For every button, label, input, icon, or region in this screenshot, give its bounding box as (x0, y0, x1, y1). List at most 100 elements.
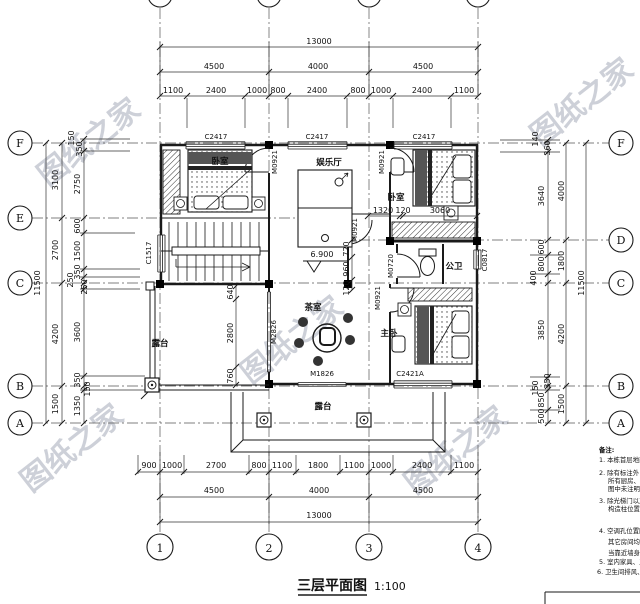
grid-label-left: F (16, 137, 24, 150)
room-label-tea: 茶室 (303, 302, 322, 313)
bed-symbol (391, 287, 473, 365)
dim-label: 250 (66, 272, 75, 287)
dim-label: 1100 (454, 86, 474, 95)
dim-label: 1000 (371, 461, 391, 470)
dim-label: 1000 (371, 86, 391, 95)
dim-label: 2400 (206, 86, 226, 95)
dim-label: 960 (342, 261, 351, 276)
dim-label: 3060 (430, 206, 450, 215)
dim-label: 2400 (412, 86, 432, 95)
dim-label: 13000 (306, 37, 331, 46)
windows (157, 141, 482, 389)
grid-bubble-top (148, 0, 172, 8)
room-label-terrace-left: 露台 (151, 338, 169, 349)
dim-label: 3850 (537, 320, 546, 340)
dim-label: 4500 (204, 486, 224, 495)
dim-label: 4500 (204, 62, 224, 71)
dim-label: 350 (543, 373, 552, 388)
dim-label: 640 (226, 284, 235, 299)
dimensions-bottom: 900 1000 2700 800 1100 1800 1100 1000 24… (134, 452, 482, 526)
watermark-text: 图纸之家 (31, 92, 147, 193)
dim-label: 800 (251, 461, 266, 470)
grid-label-right: C (617, 277, 625, 290)
dim-label: 150 (83, 381, 92, 396)
grid-label-bottom: 2 (266, 542, 273, 555)
stair (161, 222, 269, 281)
window-label: C2421A (396, 370, 424, 378)
dim-label: 1100 (344, 461, 364, 470)
dim-label: 1100 (454, 461, 474, 470)
title-block-frame (544, 591, 640, 604)
dim-label: 1500 (73, 241, 82, 261)
level-marker: 6.900 (303, 250, 347, 273)
window-c2417 (393, 141, 453, 150)
window-c2421a (393, 380, 453, 389)
dim-label: 1350 (73, 396, 82, 416)
dim-label: 140 (531, 131, 540, 146)
window-label: C1517 (145, 242, 153, 265)
dim-label: 11500 (577, 270, 586, 295)
grid-label-bottom: 4 (475, 542, 482, 555)
column (386, 141, 394, 149)
dim-label: 4200 (557, 324, 566, 344)
dim-label: 350 (73, 372, 82, 387)
note-line: 当靠近墙身为圆形 (608, 548, 640, 557)
room-label-master: 主卧 (380, 328, 398, 339)
window-label: C2417 (306, 133, 329, 141)
wardrobe-symbol (407, 287, 473, 302)
note-line: 1. 本栋首层地面设计 (599, 455, 640, 464)
dim-label: 3640 (537, 186, 546, 206)
note-line: 2. 除有标注外：墙体 (599, 468, 640, 477)
title-text: 三层平面图 (297, 578, 367, 594)
grid-label-bottom: 3 (366, 542, 373, 555)
dim-label: 350 (73, 264, 82, 279)
dim-label: 4200 (51, 324, 60, 344)
room-labels: 卧室 娱乐厅 卧室 公卫 主卧 茶室 露台 露台 (151, 156, 463, 412)
dim-label: 1800 (308, 461, 328, 470)
furniture (162, 149, 476, 366)
dim-label: 4000 (308, 62, 328, 71)
grid-bubble-top (466, 0, 490, 8)
grid-label-right: D (617, 234, 626, 247)
window-label: C2417 (413, 133, 436, 141)
dim-label: 800 (270, 86, 285, 95)
dim-label: 1320 (373, 206, 393, 215)
dim-label: 4500 (413, 486, 433, 495)
door-label: M0921 (378, 150, 386, 174)
note-line: 图中未注明者均为 (608, 484, 640, 493)
door-m1826 (297, 382, 347, 387)
level-value: 6.900 (311, 250, 334, 259)
dim-label: 850 (537, 392, 546, 407)
column (265, 280, 273, 288)
grid-label-left: A (15, 417, 25, 430)
window-c2417 (185, 141, 246, 150)
grid-bubbles: F E C B A F D C B A 1 2 3 4 (7, 0, 634, 561)
column (386, 237, 394, 245)
tea-table-symbol (294, 313, 355, 366)
room-label-terrace-bottom: 露台 (314, 401, 332, 412)
dim-label: 360 (543, 140, 552, 155)
door-label: M1826 (310, 370, 334, 378)
grid-label-right: B (617, 380, 625, 393)
dim-label: 1000 (162, 461, 182, 470)
dim-label: 500 (537, 408, 546, 423)
note-line: 4. 空调孔位置除有标 (599, 526, 640, 535)
door-label: M0921 (374, 286, 382, 310)
grid-label-right: F (617, 137, 625, 150)
dim-label: 400 (529, 270, 538, 285)
dim-label: 600 (537, 239, 546, 254)
dim-label: 800 (350, 86, 365, 95)
door-label: M0720 (387, 254, 395, 278)
notes-heading: 备注: (598, 445, 614, 454)
drawing-title: 三层平面图 1:100 (297, 578, 406, 596)
dim-label: 13000 (306, 511, 331, 520)
column (473, 380, 481, 388)
grid-label-left: E (16, 212, 24, 225)
grid-bubble-top (357, 0, 381, 8)
bed-symbol (390, 149, 476, 221)
note-line: 所有厨房、厕所、 (608, 476, 640, 485)
room-label-recreation: 娱乐厅 (316, 157, 342, 168)
dim-label: 150 (67, 130, 76, 145)
window-label: C2417 (205, 133, 228, 141)
